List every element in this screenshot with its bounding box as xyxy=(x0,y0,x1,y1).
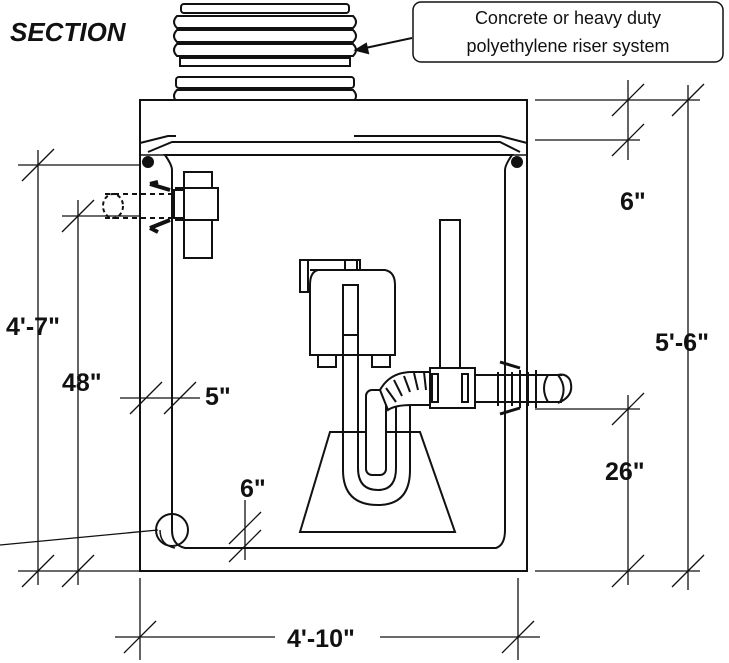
riser-callout: Concrete or heavy duty polyethylene rise… xyxy=(412,1,724,63)
callout-line-2: polyethylene riser system xyxy=(466,36,669,56)
section-title: SECTION xyxy=(10,17,127,47)
dim-overall-width: 4'-10" xyxy=(287,625,355,653)
dim-water-level: 48" xyxy=(62,369,102,397)
dim-wall-thickness: 5" xyxy=(205,383,231,411)
dim-outlet-height: 26" xyxy=(605,458,645,486)
dim-lid-thickness: 6" xyxy=(620,188,646,216)
inlet-fitting xyxy=(102,171,219,259)
pump-assembly xyxy=(298,219,573,533)
dim-overall-height: 5'-6" xyxy=(655,329,709,357)
callout-line-1: Concrete or heavy duty xyxy=(475,8,661,28)
dim-inner-height: 4'-7" xyxy=(6,313,60,341)
dimension-lines xyxy=(0,80,705,660)
dim-floor-thickness: 6" xyxy=(240,475,266,503)
